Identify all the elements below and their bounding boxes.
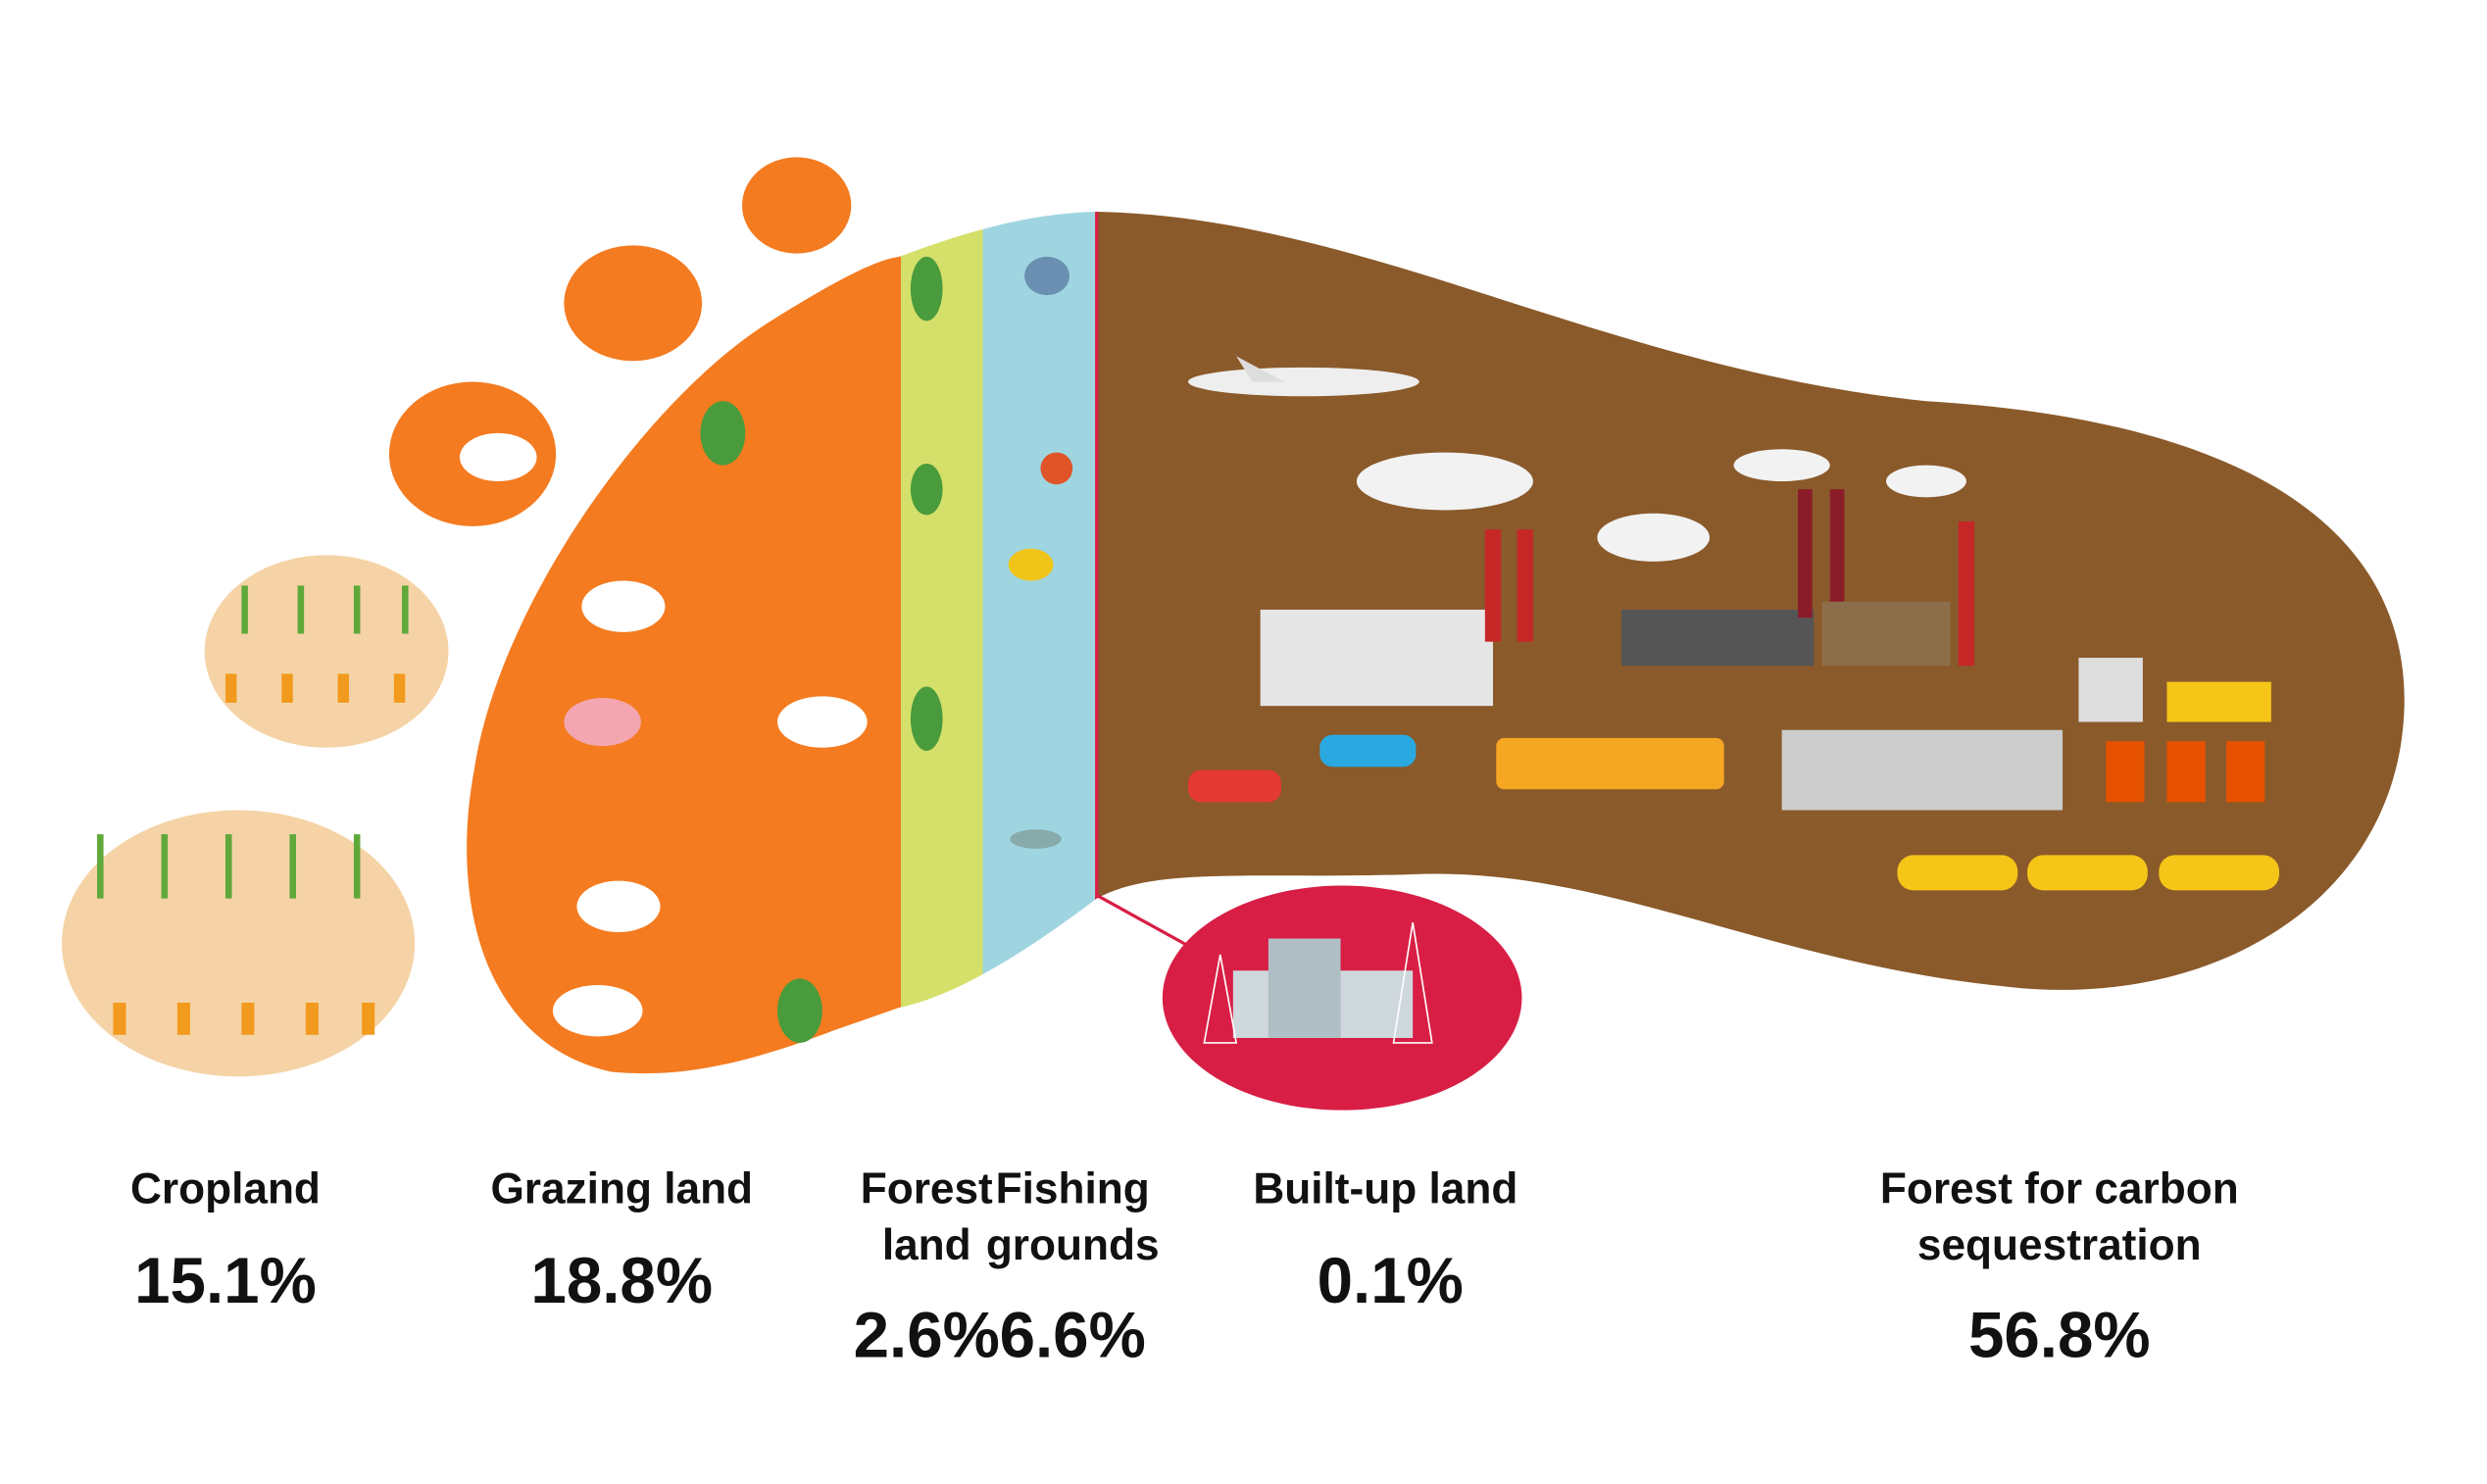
crop-icons [97,585,409,1035]
fish-icons [1008,256,1073,849]
category-name: sequestration [1917,1221,2202,1269]
category-name: land [882,1221,971,1269]
category-value: 15.1% [134,1245,317,1316]
category-value: 18.8% [530,1245,713,1316]
tree-icons [700,256,943,1043]
label-fishing: Fishing grounds 6.6% [986,1165,1160,1371]
smoke-icons [1356,449,1966,562]
fishing-region [982,212,1097,1074]
label-cropland: Cropland 15.1% [130,1165,321,1316]
animal-icons [459,432,868,1037]
factory-icons [1260,489,2280,891]
category-name: grounds [986,1221,1160,1269]
category-value: 6.6% [1000,1300,1146,1371]
airplane-icon [1188,356,1419,397]
category-name: Built-up land [1253,1165,1517,1213]
category-value: 0.1% [1318,1245,1464,1316]
toe-goose [742,157,852,254]
category-name: Forest for carbon [1880,1165,2239,1213]
category-value: 56.8% [1968,1300,2151,1371]
label-grazing: Grazing land 18.8% [490,1165,753,1316]
toe-vegetables [204,555,449,748]
category-name: Cropland [130,1165,321,1213]
vehicle-icons [1188,734,1724,803]
building-icons [1203,922,1433,1044]
label-forest: Forest land 2.6% [854,1165,1000,1371]
label-builtup: Built-up land 0.1% [1253,1165,1517,1316]
category-name: Grazing land [490,1165,753,1213]
forest-region [901,212,985,1074]
toe-chicken [564,245,703,362]
category-name: Forest [861,1165,993,1213]
toe-cropland [62,810,416,1077]
label-carbon: Forest for carbon sequestration 56.8% [1880,1165,2239,1371]
category-value: 2.6% [854,1300,1000,1371]
category-name: Fishing [996,1165,1150,1213]
